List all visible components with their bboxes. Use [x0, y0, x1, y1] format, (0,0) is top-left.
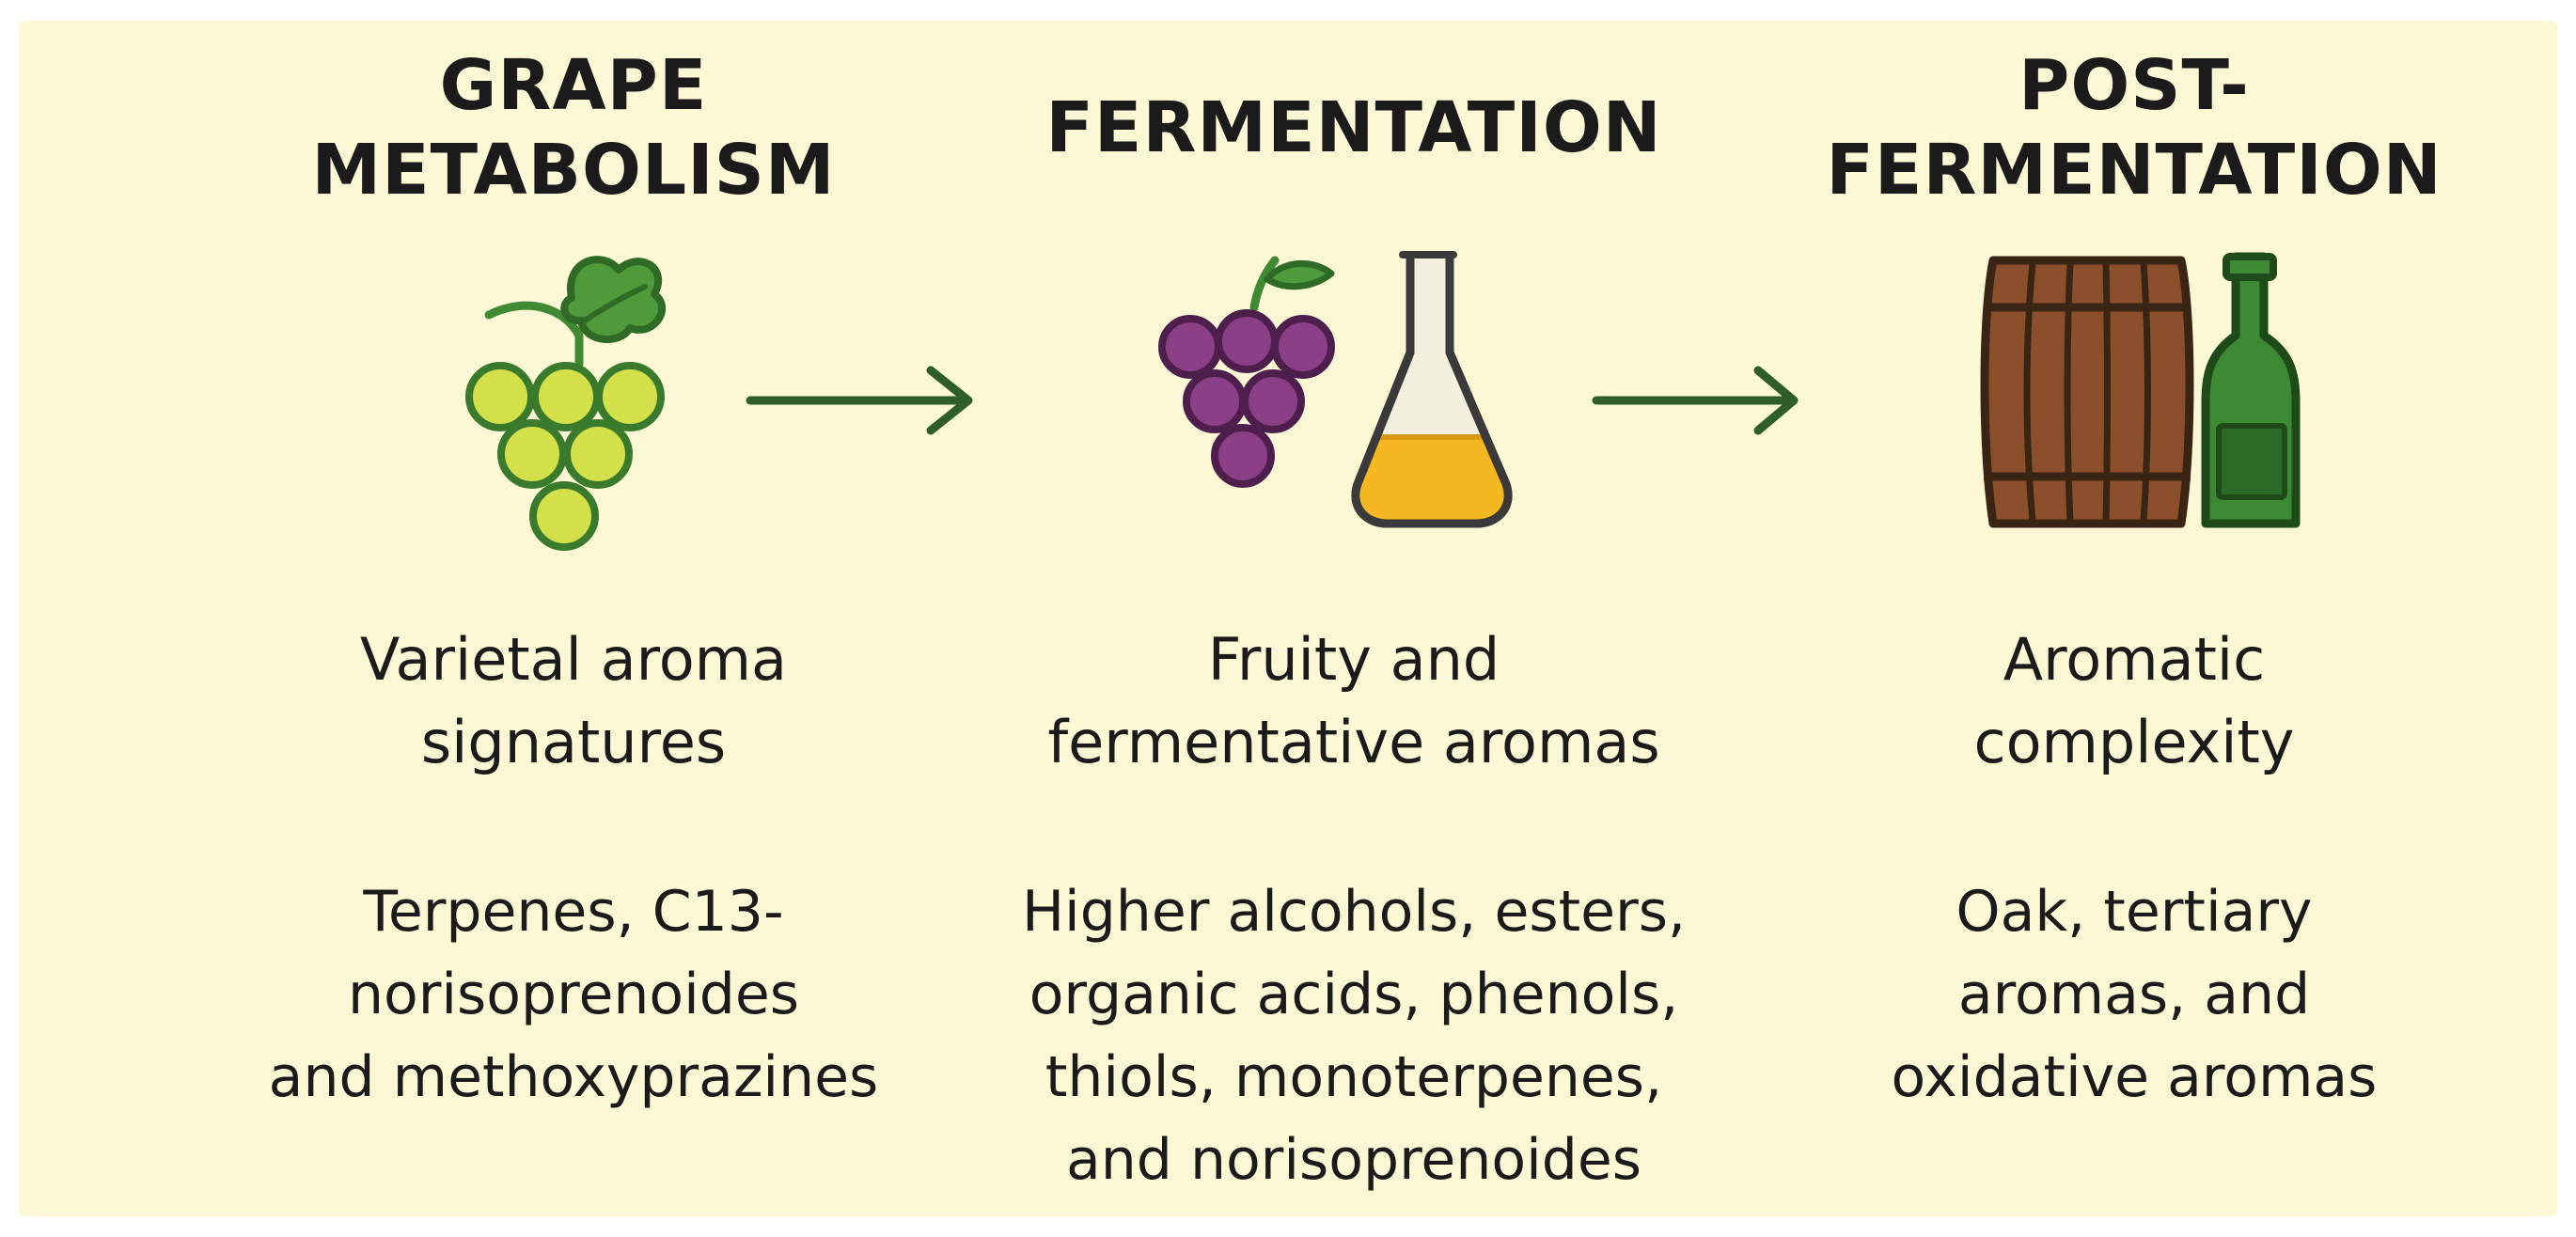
purple-grapes-and-flask-icon — [921, 242, 1786, 580]
stage-title: POST- FERMENTATION — [1826, 45, 2442, 211]
arrow-right-icon — [1589, 363, 1805, 442]
stage-grape-metabolism: GRAPE METABOLISM Varietal — [207, 21, 940, 1216]
stage-compounds: Higher alcohols, esters, organic acids, … — [1021, 879, 1687, 1193]
stage-subtitle: Aromatic complexity — [1973, 625, 2295, 776]
stage-compounds: Oak, tertiary aromas, and oxidative arom… — [1891, 879, 2378, 1110]
arrow-right-icon — [743, 363, 978, 442]
barrel-and-wine-bottle-icon — [1767, 242, 2501, 580]
stage-title: FERMENTATION — [1045, 87, 1662, 168]
stage-fermentation: FERMENTATION — [921, 21, 1786, 1216]
stage-post-fermentation: POST- FERMENTATION — [1767, 21, 2501, 1216]
stage-subtitle: Varietal aroma signatures — [359, 625, 788, 776]
stage-title: GRAPE METABOLISM — [311, 45, 836, 211]
green-grape-cluster-icon — [207, 242, 940, 580]
diagram-panel: GRAPE METABOLISM Varietal — [19, 21, 2557, 1216]
stage-compounds: Terpenes, C13- norisoprenoides and metho… — [268, 879, 879, 1110]
stage-subtitle: Fruity and fermentative aromas — [1047, 625, 1660, 776]
